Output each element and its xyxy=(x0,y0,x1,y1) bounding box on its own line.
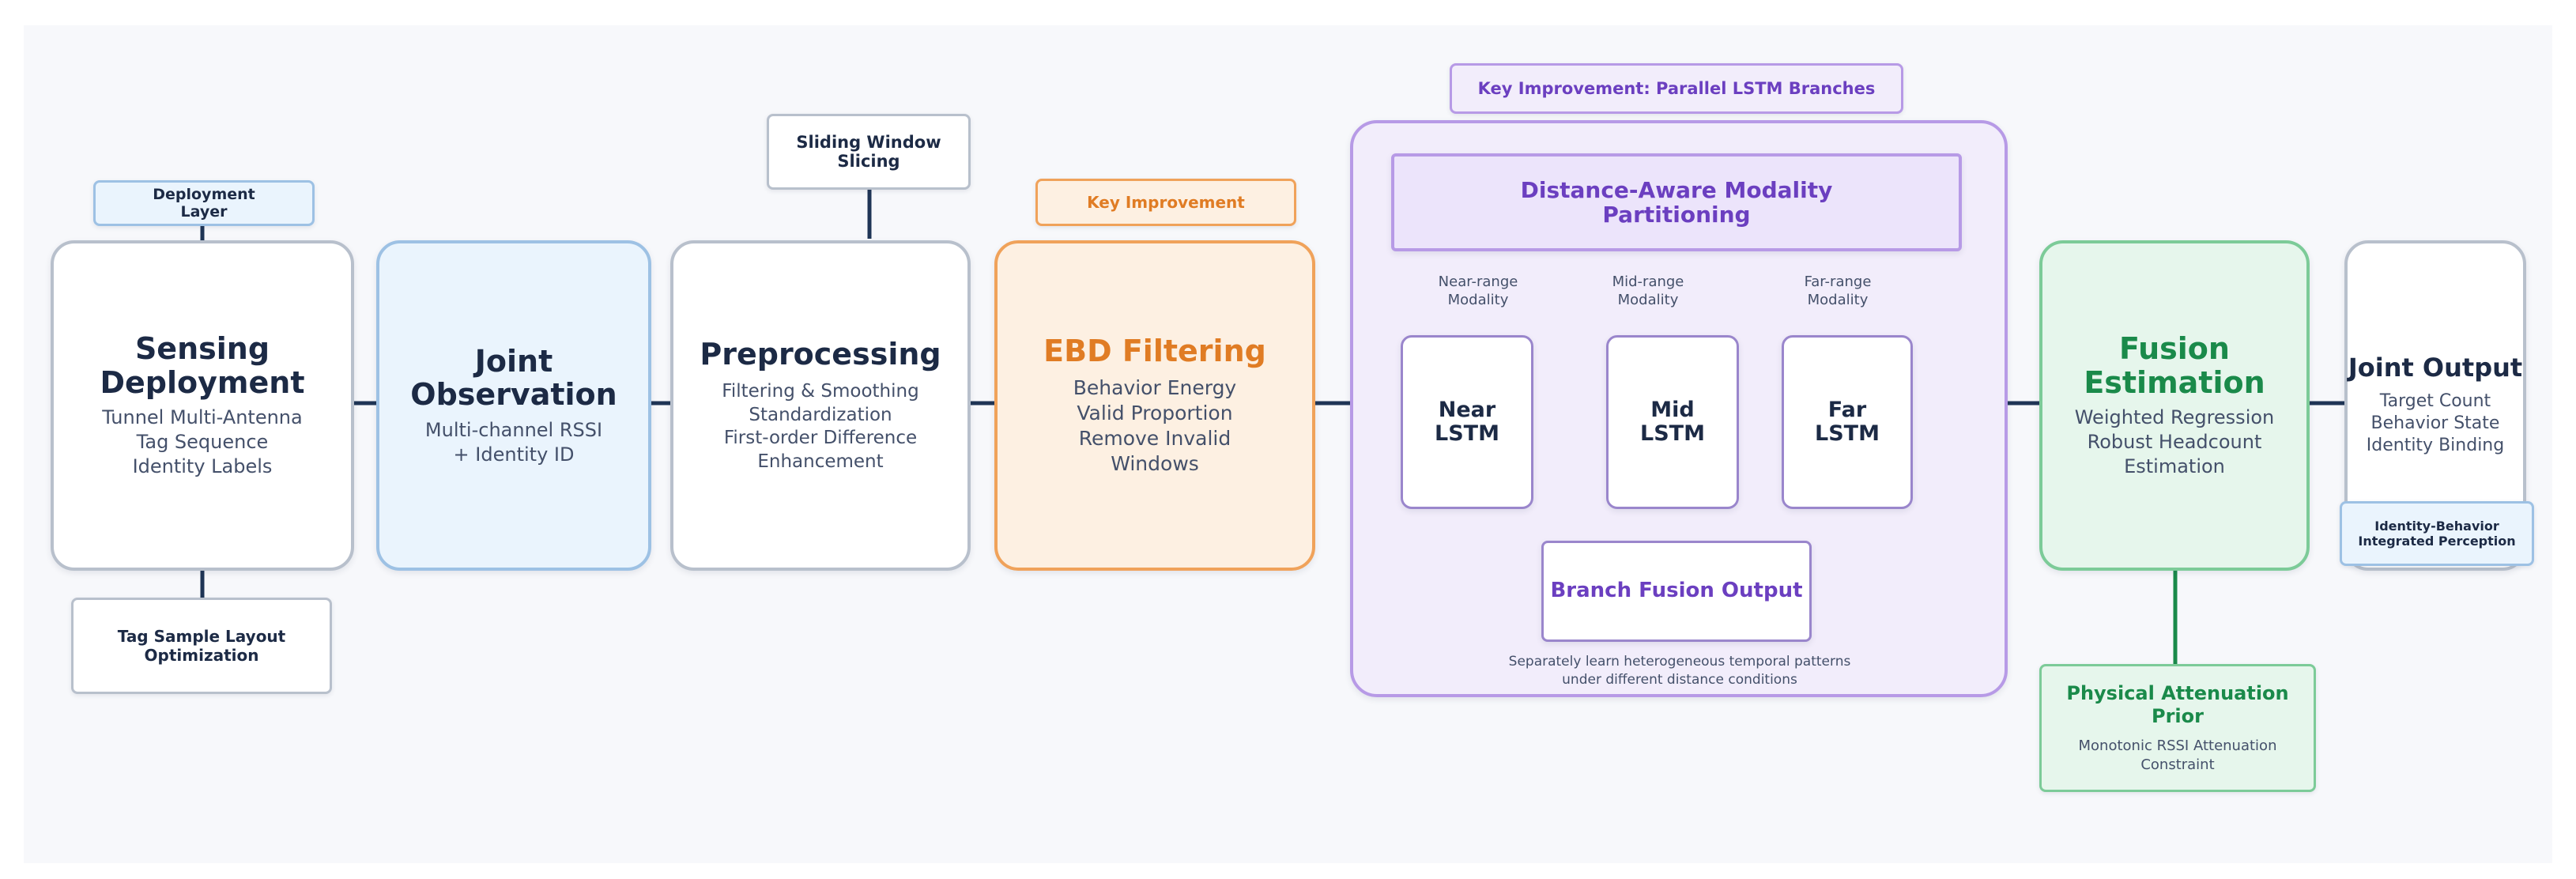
sensing-title: Sensing Deployment xyxy=(100,331,305,400)
key-improvement-lstm-tag: Key Improvement: Parallel LSTM Branches xyxy=(1450,63,1903,114)
preprocessing-box: Preprocessing Filtering & Smoothing Stan… xyxy=(670,240,971,571)
joint-output-title: Joint Output xyxy=(2348,353,2523,383)
joint-observation-box: Joint Observation Multi-channel RSSI + I… xyxy=(376,240,651,571)
mid-lstm-box: Mid LSTM xyxy=(1606,335,1739,509)
key-improvement-ebd-tag: Key Improvement xyxy=(1035,179,1296,226)
ebd-title: EBD Filtering xyxy=(1043,333,1266,368)
ebd-filtering-box: EBD Filtering Behavior Energy Valid Prop… xyxy=(994,240,1315,571)
near-range-label: Near-range Modality xyxy=(1438,274,1518,308)
fusion-desc: Weighted Regression Robust Headcount Est… xyxy=(2074,406,2275,477)
partitioning-title: Distance-Aware Modality Partitioning xyxy=(1520,176,1833,228)
joint-observation-desc: Multi-channel RSSI + Identity ID xyxy=(424,418,603,466)
near-lstm-box: Near LSTM xyxy=(1401,335,1533,509)
deployment-layer-tag: Deployment Layer xyxy=(93,180,315,226)
preprocessing-title: Preprocessing xyxy=(700,336,941,372)
fusion-estimation-box: Fusion Estimation Weighted Regression Ro… xyxy=(2039,240,2310,571)
sensing-desc: Tunnel Multi-Antenna Tag Sequence Identi… xyxy=(102,406,303,477)
distance-aware-partitioning-box: Distance-Aware Modality Partitioning xyxy=(1391,153,1962,251)
branch-fusion-output-box: Branch Fusion Output xyxy=(1541,541,1812,642)
branch-caption: Separately learn heterogeneous temporal … xyxy=(1508,654,1851,688)
mid-range-label: Mid-range Modality xyxy=(1612,274,1684,308)
physical-attenuation-prior-box: Physical Attenuation Prior Monotonic RSS… xyxy=(2039,664,2316,792)
tag-sample-layout-tag: Tag Sample Layout Optimization xyxy=(71,598,332,694)
joint-observation-title: Joint Observation xyxy=(410,343,617,413)
joint-output-desc: Target Count Behavior State Identity Bin… xyxy=(2366,390,2505,456)
far-range-label: Far-range Modality xyxy=(1804,274,1872,308)
fusion-title: Fusion Estimation xyxy=(2084,331,2265,400)
ebd-desc: Behavior Energy Valid Proportion Remove … xyxy=(1073,376,1237,476)
sensing-deployment-box: Sensing Deployment Tunnel Multi-Antenna … xyxy=(51,240,354,571)
identity-behavior-tag: Identity-Behavior Integrated Perception xyxy=(2340,501,2534,566)
sliding-window-tag: Sliding Window Slicing xyxy=(767,114,971,190)
preprocessing-desc: Filtering & Smoothing Standardization Fi… xyxy=(722,381,919,472)
far-lstm-box: Far LSTM xyxy=(1782,335,1913,509)
